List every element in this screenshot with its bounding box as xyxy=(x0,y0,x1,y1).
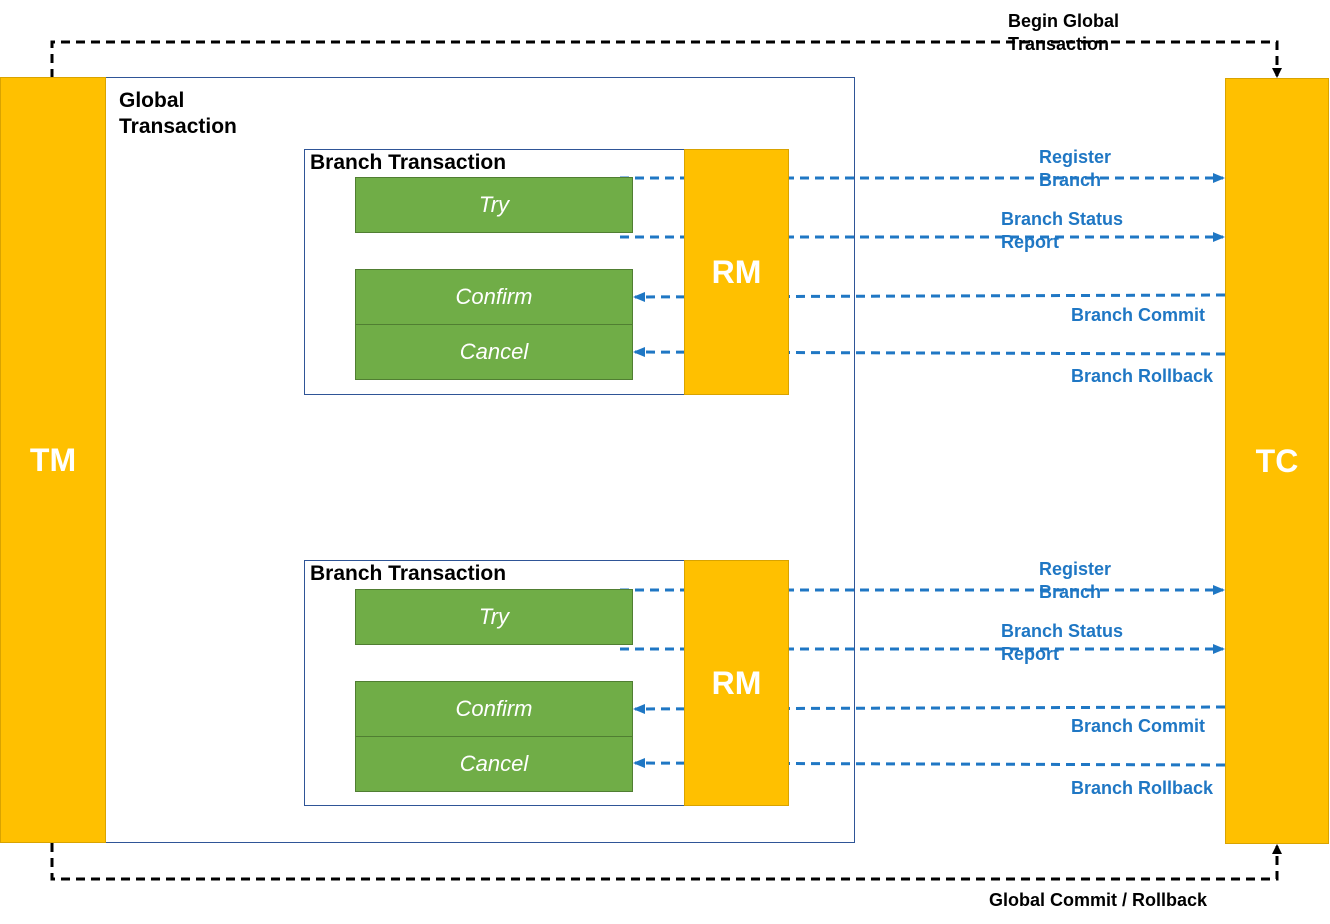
try-phase-label: Try xyxy=(478,192,510,217)
tm-label: TM xyxy=(29,441,77,478)
branch-commit-label: Branch Commit xyxy=(1071,716,1206,736)
global-transaction-label: Global Transaction xyxy=(119,89,237,139)
cancel-phase-label: Cancel xyxy=(459,751,529,776)
cancel-phase: Cancel xyxy=(355,736,633,792)
rm-label: RM xyxy=(711,254,762,290)
try-phase: Try xyxy=(355,177,633,233)
begin-global-connector xyxy=(50,40,1282,78)
branch-transaction-title: Branch Transaction xyxy=(310,151,507,174)
rm-actor: RM xyxy=(684,149,789,395)
branch-rollback-label: Branch Rollback xyxy=(1071,778,1214,798)
confirm-phase: Confirm xyxy=(355,681,633,737)
try-phase: Try xyxy=(355,589,633,645)
begin-global-label: Begin Global Transaction xyxy=(1008,11,1120,55)
tc-label: TC xyxy=(1255,442,1299,479)
branch-rollback-arrow xyxy=(633,347,1226,358)
try-phase-label: Try xyxy=(478,604,510,629)
branch-status-label: Branch Status Report xyxy=(1001,621,1124,665)
branch-status-label: Branch Status Report xyxy=(1001,209,1124,253)
confirm-phase-label: Confirm xyxy=(455,696,533,721)
branch-commit-arrow xyxy=(633,291,1226,302)
cancel-phase: Cancel xyxy=(355,324,633,380)
branch-rollback-label: Branch Rollback xyxy=(1071,366,1214,386)
tc-actor: TC xyxy=(1225,78,1329,844)
global-commit-rollback-label: Global Commit / Rollback xyxy=(989,890,1208,910)
rm-actor: RM xyxy=(684,560,789,806)
branch-rollback-arrow xyxy=(633,758,1226,769)
branch-commit-arrow xyxy=(633,703,1226,714)
cancel-phase-label: Cancel xyxy=(459,339,529,364)
confirm-phase: Confirm xyxy=(355,269,633,325)
register-branch-label: Register Branch xyxy=(1039,559,1112,603)
register-branch-label: Register Branch xyxy=(1039,147,1112,191)
tm-actor: TM xyxy=(0,77,106,843)
global-commit-connector xyxy=(50,843,1282,881)
branch-commit-label: Branch Commit xyxy=(1071,305,1206,325)
branch-transaction-title: Branch Transaction xyxy=(310,562,507,585)
rm-label: RM xyxy=(711,665,762,701)
confirm-phase-label: Confirm xyxy=(455,284,533,309)
